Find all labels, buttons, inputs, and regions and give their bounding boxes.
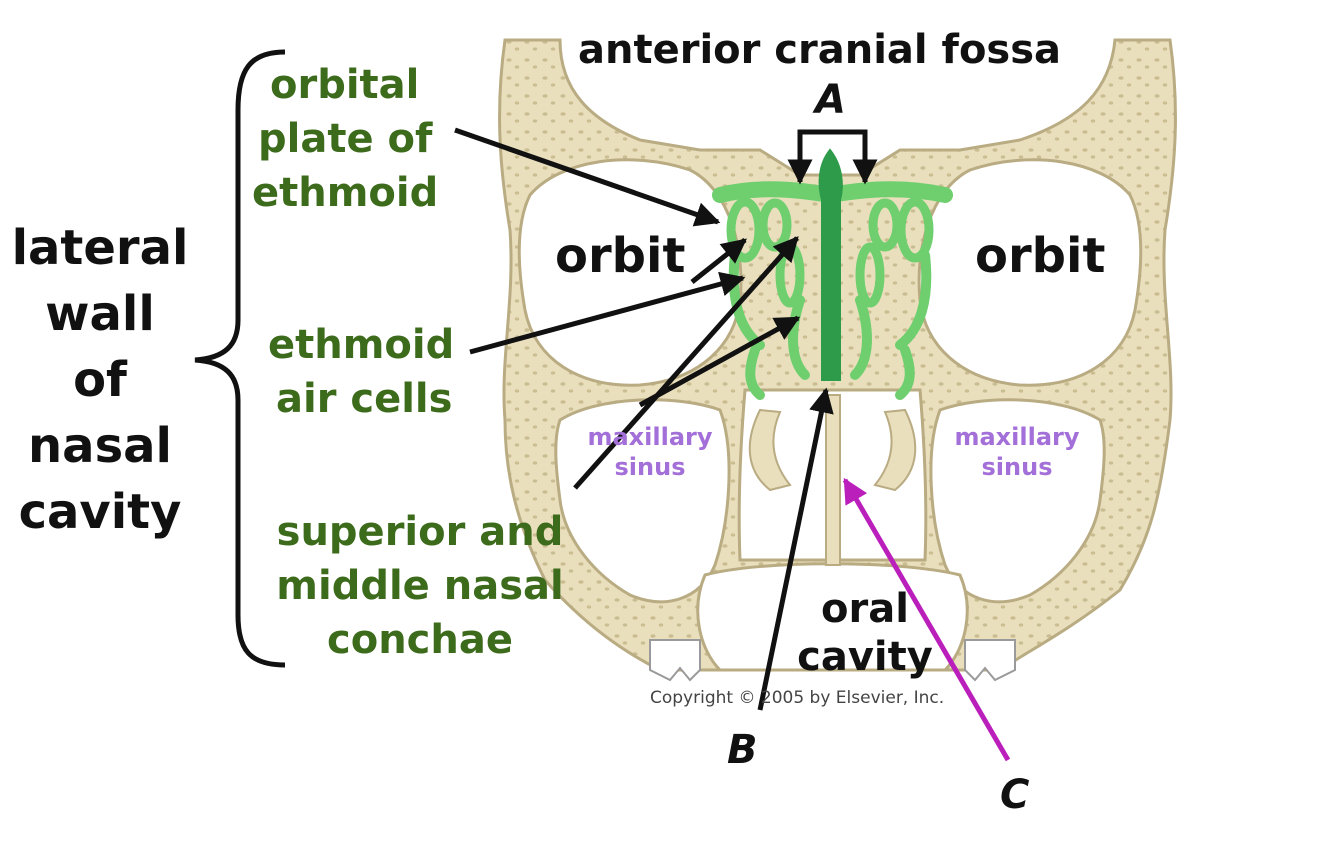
- copyright-text: Copyright © 2005 by Elsevier, Inc.: [650, 688, 945, 708]
- maxillary-right-line-1: maxillary: [954, 423, 1080, 451]
- maxillary-left-line-2: sinus: [614, 453, 686, 481]
- maxillary-left-line-1: maxillary: [587, 423, 713, 451]
- lateral-wall-line-2: wall: [45, 286, 155, 342]
- lateral-wall-label: lateral wall of nasal cavity: [10, 215, 190, 545]
- tooth-left: [649, 639, 701, 682]
- orbital-plate-label: orbital plate of ethmoid: [252, 58, 438, 220]
- maxillary-sinus-left-label: maxillary sinus: [580, 422, 720, 482]
- arrow-air-cells-2: [690, 238, 747, 284]
- oral-cavity-line-2: cavity: [797, 634, 933, 680]
- arrow-orbital-plate: [454, 127, 721, 227]
- orbit-left-cavity: [517, 158, 743, 387]
- air-cells-line-1: ethmoid: [268, 322, 455, 368]
- maxillary-sinus-left-cavity: [554, 398, 731, 604]
- label-b: B: [727, 727, 758, 773]
- lateral-wall-line-3: of: [73, 352, 127, 408]
- tooth-right: [964, 639, 1016, 682]
- orbital-plate-line-1: orbital: [270, 62, 420, 108]
- arrow-middle-concha: [638, 315, 801, 408]
- oral-cavity-space: [696, 562, 969, 672]
- arrow-superior-concha: [573, 236, 799, 490]
- conchae-line-2: middle nasal: [276, 563, 564, 609]
- maxillary-right-line-2: sinus: [981, 453, 1053, 481]
- maxillary-sinus-right-label: maxillary sinus: [947, 422, 1087, 482]
- pointer-arrows: [454, 127, 834, 711]
- label-c: C: [1000, 772, 1030, 818]
- orbit-right-label: orbit: [975, 228, 1106, 284]
- conchae-line-1: superior and: [276, 509, 564, 555]
- oral-cavity-label: oral cavity: [790, 585, 940, 681]
- anterior-cranial-fossa-label: anterior cranial fossa: [578, 27, 1062, 73]
- conchae-label: superior and middle nasal conchae: [270, 505, 570, 667]
- arrow-a: [787, 129, 878, 185]
- orbit-right-cavity: [917, 158, 1143, 387]
- orbital-plate-line-2: plate of: [258, 116, 433, 162]
- lateral-wall-line-4: nasal: [28, 418, 172, 474]
- arrow-air-cells-1: [469, 271, 746, 355]
- orbit-left-label: orbit: [555, 228, 686, 284]
- conchae-line-3: conchae: [327, 617, 513, 663]
- label-a: A: [815, 77, 846, 123]
- oral-cavity-line-1: oral: [821, 586, 909, 632]
- lateral-wall-line-5: cavity: [18, 484, 182, 540]
- orbital-plate-line-3: ethmoid: [252, 170, 439, 216]
- skull-bone: [498, 38, 1177, 682]
- lateral-wall-line-1: lateral: [11, 220, 189, 276]
- arrow-b: [757, 387, 834, 711]
- lateral-wall-bracket: [194, 49, 286, 668]
- arrow-c: [842, 477, 1011, 762]
- ethmoid-air-cells-label: ethmoid air cells: [268, 318, 454, 426]
- air-cells-line-2: air cells: [276, 376, 453, 422]
